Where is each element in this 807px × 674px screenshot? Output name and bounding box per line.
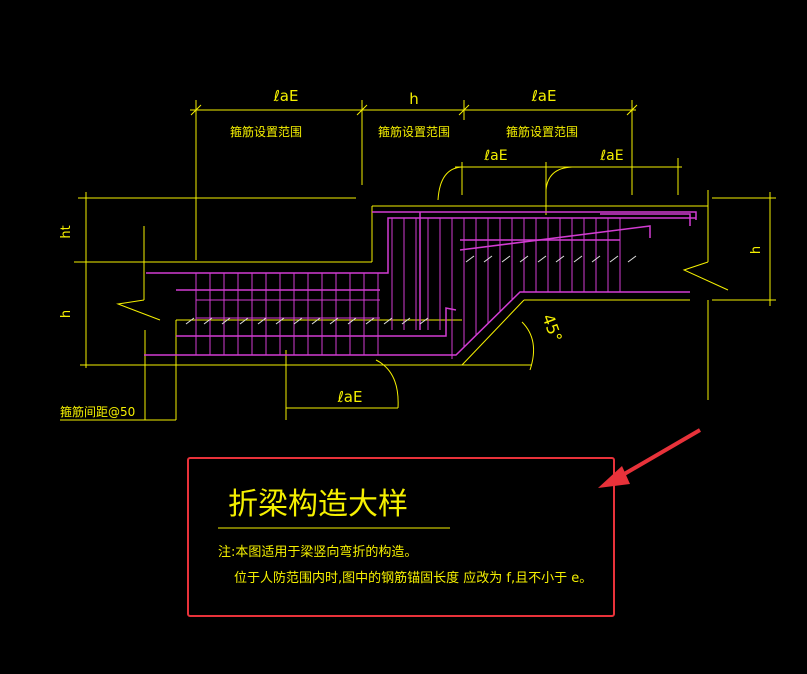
rebar-tick: [221, 317, 231, 325]
zone-label-right: 箍筋设置范围: [506, 124, 578, 139]
rebar-tick: [311, 317, 321, 325]
highlight-box: [187, 457, 615, 617]
dim-label-laE-right: ℓaE: [531, 87, 557, 105]
dim-label-h-mid: h: [409, 90, 419, 108]
rebar-tick: [419, 317, 429, 325]
rebar-ticks: [185, 255, 637, 325]
dim-label-inner-left: ℓaE: [483, 148, 507, 164]
rebar-tick: [347, 317, 357, 325]
rebar-tick: [365, 317, 375, 325]
rebar-cage: [144, 211, 697, 356]
angle-label: 45°: [538, 312, 566, 345]
rebar-tick: [239, 317, 249, 325]
stirrup-spacing-label: 箍筋间距@50: [60, 404, 135, 419]
drawing-title: 折梁构造大样: [228, 487, 408, 522]
rebar-tick: [293, 317, 303, 325]
rebar-tick: [483, 255, 493, 263]
rebar-tick: [185, 317, 195, 325]
left-ht-label: ht: [59, 225, 74, 238]
rebar-tick: [465, 255, 475, 263]
right-h-label: h: [749, 246, 764, 254]
note-line-1: 注:本图适用于梁竖向弯折的构造。: [218, 544, 417, 560]
stirrups: [195, 218, 621, 359]
rebar-tick: [627, 255, 637, 263]
rebar-tick: [383, 317, 393, 325]
rebar-tick: [257, 317, 267, 325]
dim-label-laE-left: ℓaE: [273, 87, 299, 105]
zone-label-left: 箍筋设置范围: [230, 124, 302, 139]
note-line-2: 位于人防范围内时,图中的钢筋锚固长度 应改为 f,且不小于 e。: [234, 570, 592, 586]
rebar-tick: [275, 317, 285, 325]
zone-label-mid: 箍筋设置范围: [378, 124, 450, 139]
rebar-tick: [329, 317, 339, 325]
rebar-tick: [591, 255, 601, 263]
rebar-tick: [537, 255, 547, 263]
rebar-tick: [501, 255, 511, 263]
rebar-tick: [519, 255, 529, 263]
rebar-tick: [609, 255, 619, 263]
rebar-tick: [203, 317, 213, 325]
dimension-lines: [60, 100, 776, 421]
dim-label-inner-right: ℓaE: [599, 148, 623, 164]
rebar-tick: [555, 255, 565, 263]
rebar-tick: [573, 255, 583, 263]
rebar-tick: [401, 317, 411, 325]
left-h-label: h: [59, 310, 74, 318]
dim-label-bottom: ℓaE: [337, 388, 363, 406]
